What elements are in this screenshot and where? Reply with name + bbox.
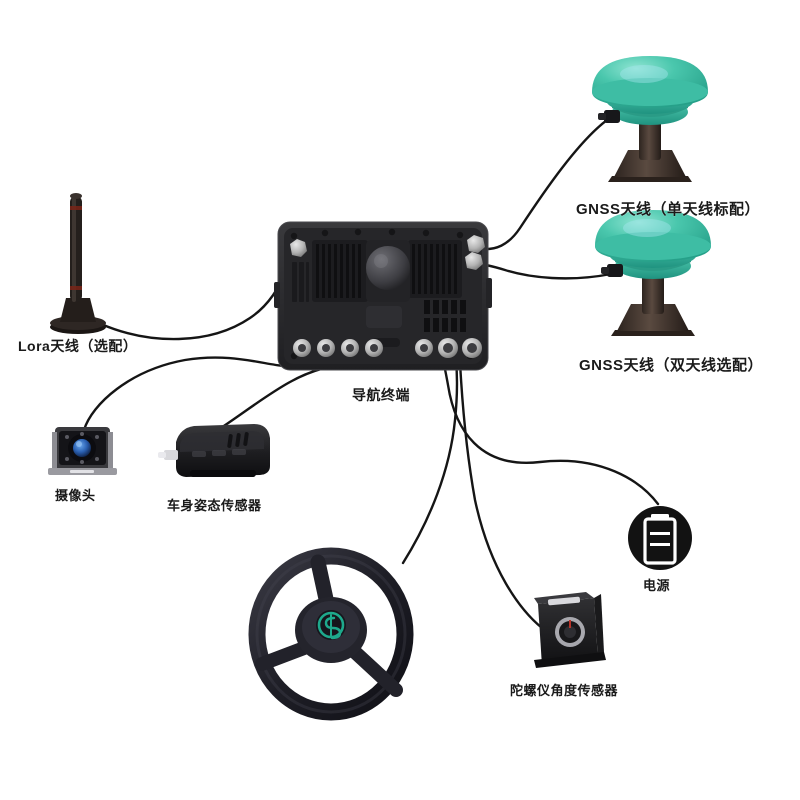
navigation-terminal[interactable] bbox=[274, 221, 492, 371]
label-power: 电源 bbox=[643, 578, 671, 593]
label-gyro-sensor: 陀螺仪角度传感器 bbox=[510, 683, 619, 698]
gnss-antenna-dual[interactable] bbox=[595, 210, 711, 336]
cable-steering bbox=[401, 358, 459, 565]
cable-gnss-single bbox=[480, 118, 609, 251]
cable-camera bbox=[82, 356, 302, 432]
label-navigation-terminal: 导航终端 bbox=[352, 387, 410, 403]
steering-wheel-device[interactable] bbox=[248, 547, 414, 721]
gnss-antenna-single[interactable] bbox=[592, 56, 708, 182]
label-camera: 摄像头 bbox=[55, 488, 96, 503]
power-badge[interactable] bbox=[628, 506, 692, 570]
label-lora: Lora天线（选配） bbox=[18, 338, 138, 354]
cable-power bbox=[440, 354, 660, 506]
terminal-port-row[interactable] bbox=[293, 338, 482, 358]
terminal-port-gnss2[interactable] bbox=[465, 252, 483, 270]
label-attitude-sensor: 车身姿态传感器 bbox=[167, 498, 262, 513]
lora-antenna[interactable] bbox=[50, 193, 106, 334]
camera-device[interactable] bbox=[48, 427, 117, 475]
terminal-port-lora[interactable] bbox=[290, 239, 307, 257]
label-gnss-single: GNSS天线（单天线标配） bbox=[576, 201, 761, 218]
cable-gyro bbox=[458, 360, 544, 630]
label-gnss-dual: GNSS天线（双天线选配） bbox=[579, 357, 764, 374]
gyro-sensor-device[interactable] bbox=[534, 592, 606, 668]
attitude-sensor-device[interactable] bbox=[158, 424, 270, 477]
terminal-port-gnss1[interactable] bbox=[467, 235, 485, 253]
